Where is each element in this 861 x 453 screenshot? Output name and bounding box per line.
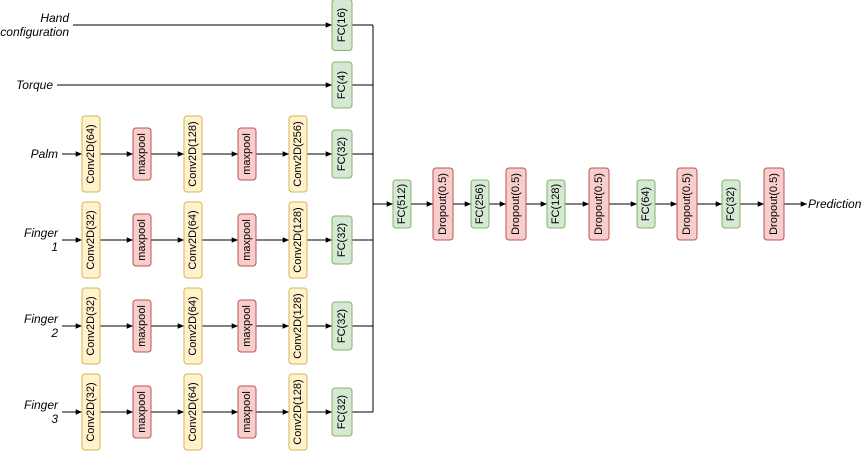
finger1-input-label: 1 xyxy=(51,240,58,254)
palm-input-label: Palm xyxy=(31,147,58,161)
finger1-input-label: Finger xyxy=(24,226,59,240)
fc-128-label: FC(128) xyxy=(550,184,562,224)
finger3-input-label: Finger xyxy=(24,398,59,412)
dropout-0-5-label: Dropout(0.5) xyxy=(510,173,522,235)
conv2d-64-block: Conv2D(64) xyxy=(183,287,203,365)
maxpool-label: maxpool xyxy=(136,133,148,175)
fc-16-block: FC(16) xyxy=(331,0,353,51)
fc-512-label: FC(512) xyxy=(396,184,408,224)
maxpool-block: maxpool xyxy=(132,213,152,267)
conv2d-32-label: Conv2D(32) xyxy=(85,382,97,441)
fc-32-label: FC(32) xyxy=(725,187,737,221)
conv2d-256-label: Conv2D(256) xyxy=(292,121,304,186)
conv2d-32-block: Conv2D(32) xyxy=(81,201,101,279)
maxpool-label: maxpool xyxy=(241,391,253,433)
maxpool-label: maxpool xyxy=(241,219,253,261)
torque-input-label: Torque xyxy=(16,78,53,92)
dropout-0-5-block: Dropout(0.5) xyxy=(588,167,610,241)
dropout-0-5-label: Dropout(0.5) xyxy=(681,173,693,235)
conv2d-32-label: Conv2D(32) xyxy=(85,210,97,269)
conv2d-128-label: Conv2D(128) xyxy=(292,379,304,444)
fc-128-block: FC(128) xyxy=(546,179,566,229)
dropout-0-5-label: Dropout(0.5) xyxy=(593,173,605,235)
dropout-0-5-label: Dropout(0.5) xyxy=(437,173,449,235)
conv2d-32-block: Conv2D(32) xyxy=(81,373,101,451)
input-labels: HandconfigurationTorquePalmFinger1Finger… xyxy=(0,11,861,426)
maxpool-label: maxpool xyxy=(136,391,148,433)
fc-256-block: FC(256) xyxy=(470,179,490,229)
hand-input-label: configuration xyxy=(0,25,69,39)
fc-256-label: FC(256) xyxy=(474,184,486,224)
fc-512-block: FC(512) xyxy=(392,179,412,229)
fc-32-block: FC(32) xyxy=(331,215,353,265)
conv2d-32-block: Conv2D(32) xyxy=(81,287,101,365)
conv2d-128-block: Conv2D(128) xyxy=(183,115,203,193)
maxpool-block: maxpool xyxy=(132,127,152,181)
conv2d-128-block: Conv2D(128) xyxy=(288,373,308,451)
maxpool-label: maxpool xyxy=(241,133,253,175)
dropout-0-5-label: Dropout(0.5) xyxy=(768,173,780,235)
conv2d-128-block: Conv2D(128) xyxy=(288,287,308,365)
conv2d-128-label: Conv2D(128) xyxy=(292,207,304,272)
conv2d-128-label: Conv2D(128) xyxy=(292,293,304,358)
finger2-input-label: Finger xyxy=(24,312,59,326)
fc-4-block: FC(4) xyxy=(331,61,353,109)
fc-32-label: FC(32) xyxy=(336,223,348,257)
fc-4-label: FC(4) xyxy=(336,71,348,99)
dropout-0-5-block: Dropout(0.5) xyxy=(432,167,454,241)
conv2d-256-block: Conv2D(256) xyxy=(288,115,308,193)
fc-32-label: FC(32) xyxy=(336,309,348,343)
conv2d-64-block: Conv2D(64) xyxy=(183,373,203,451)
conv2d-64-label: Conv2D(64) xyxy=(187,296,199,355)
conv2d-128-block: Conv2D(128) xyxy=(288,201,308,279)
maxpool-block: maxpool xyxy=(237,127,257,181)
fc-16-label: FC(16) xyxy=(336,8,348,42)
conv2d-128-label: Conv2D(128) xyxy=(187,121,199,186)
conv2d-64-label: Conv2D(64) xyxy=(187,382,199,441)
fc-32-block: FC(32) xyxy=(331,301,353,351)
fc-64-label: FC(64) xyxy=(640,187,652,221)
fc-32-label: FC(32) xyxy=(336,137,348,171)
maxpool-block: maxpool xyxy=(237,385,257,439)
fc-32-block: FC(32) xyxy=(331,387,353,437)
conv2d-64-block: Conv2D(64) xyxy=(183,201,203,279)
finger3-input-label: 3 xyxy=(51,412,58,426)
dropout-0-5-block: Dropout(0.5) xyxy=(505,167,527,241)
dropout-0-5-block: Dropout(0.5) xyxy=(763,167,785,241)
maxpool-label: maxpool xyxy=(136,219,148,261)
maxpool-block: maxpool xyxy=(237,213,257,267)
conv2d-64-label: Conv2D(64) xyxy=(187,210,199,269)
fc-64-block: FC(64) xyxy=(636,179,656,229)
finger2-input-label: 2 xyxy=(50,326,58,340)
prediction-output-label: Prediction xyxy=(808,197,861,211)
maxpool-block: maxpool xyxy=(132,299,152,353)
conv2d-32-label: Conv2D(32) xyxy=(85,296,97,355)
maxpool-block: maxpool xyxy=(132,385,152,439)
dropout-0-5-block: Dropout(0.5) xyxy=(676,167,698,241)
connections xyxy=(57,22,807,415)
hand-input-label: Hand xyxy=(40,11,69,25)
fc-32-block: FC(32) xyxy=(721,179,741,229)
conv2d-64-block: Conv2D(64) xyxy=(81,115,101,193)
fc-32-block: FC(32) xyxy=(331,129,353,179)
conv2d-64-label: Conv2D(64) xyxy=(85,124,97,183)
fc-32-label: FC(32) xyxy=(336,395,348,429)
maxpool-label: maxpool xyxy=(136,305,148,347)
maxpool-label: maxpool xyxy=(241,305,253,347)
maxpool-block: maxpool xyxy=(237,299,257,353)
